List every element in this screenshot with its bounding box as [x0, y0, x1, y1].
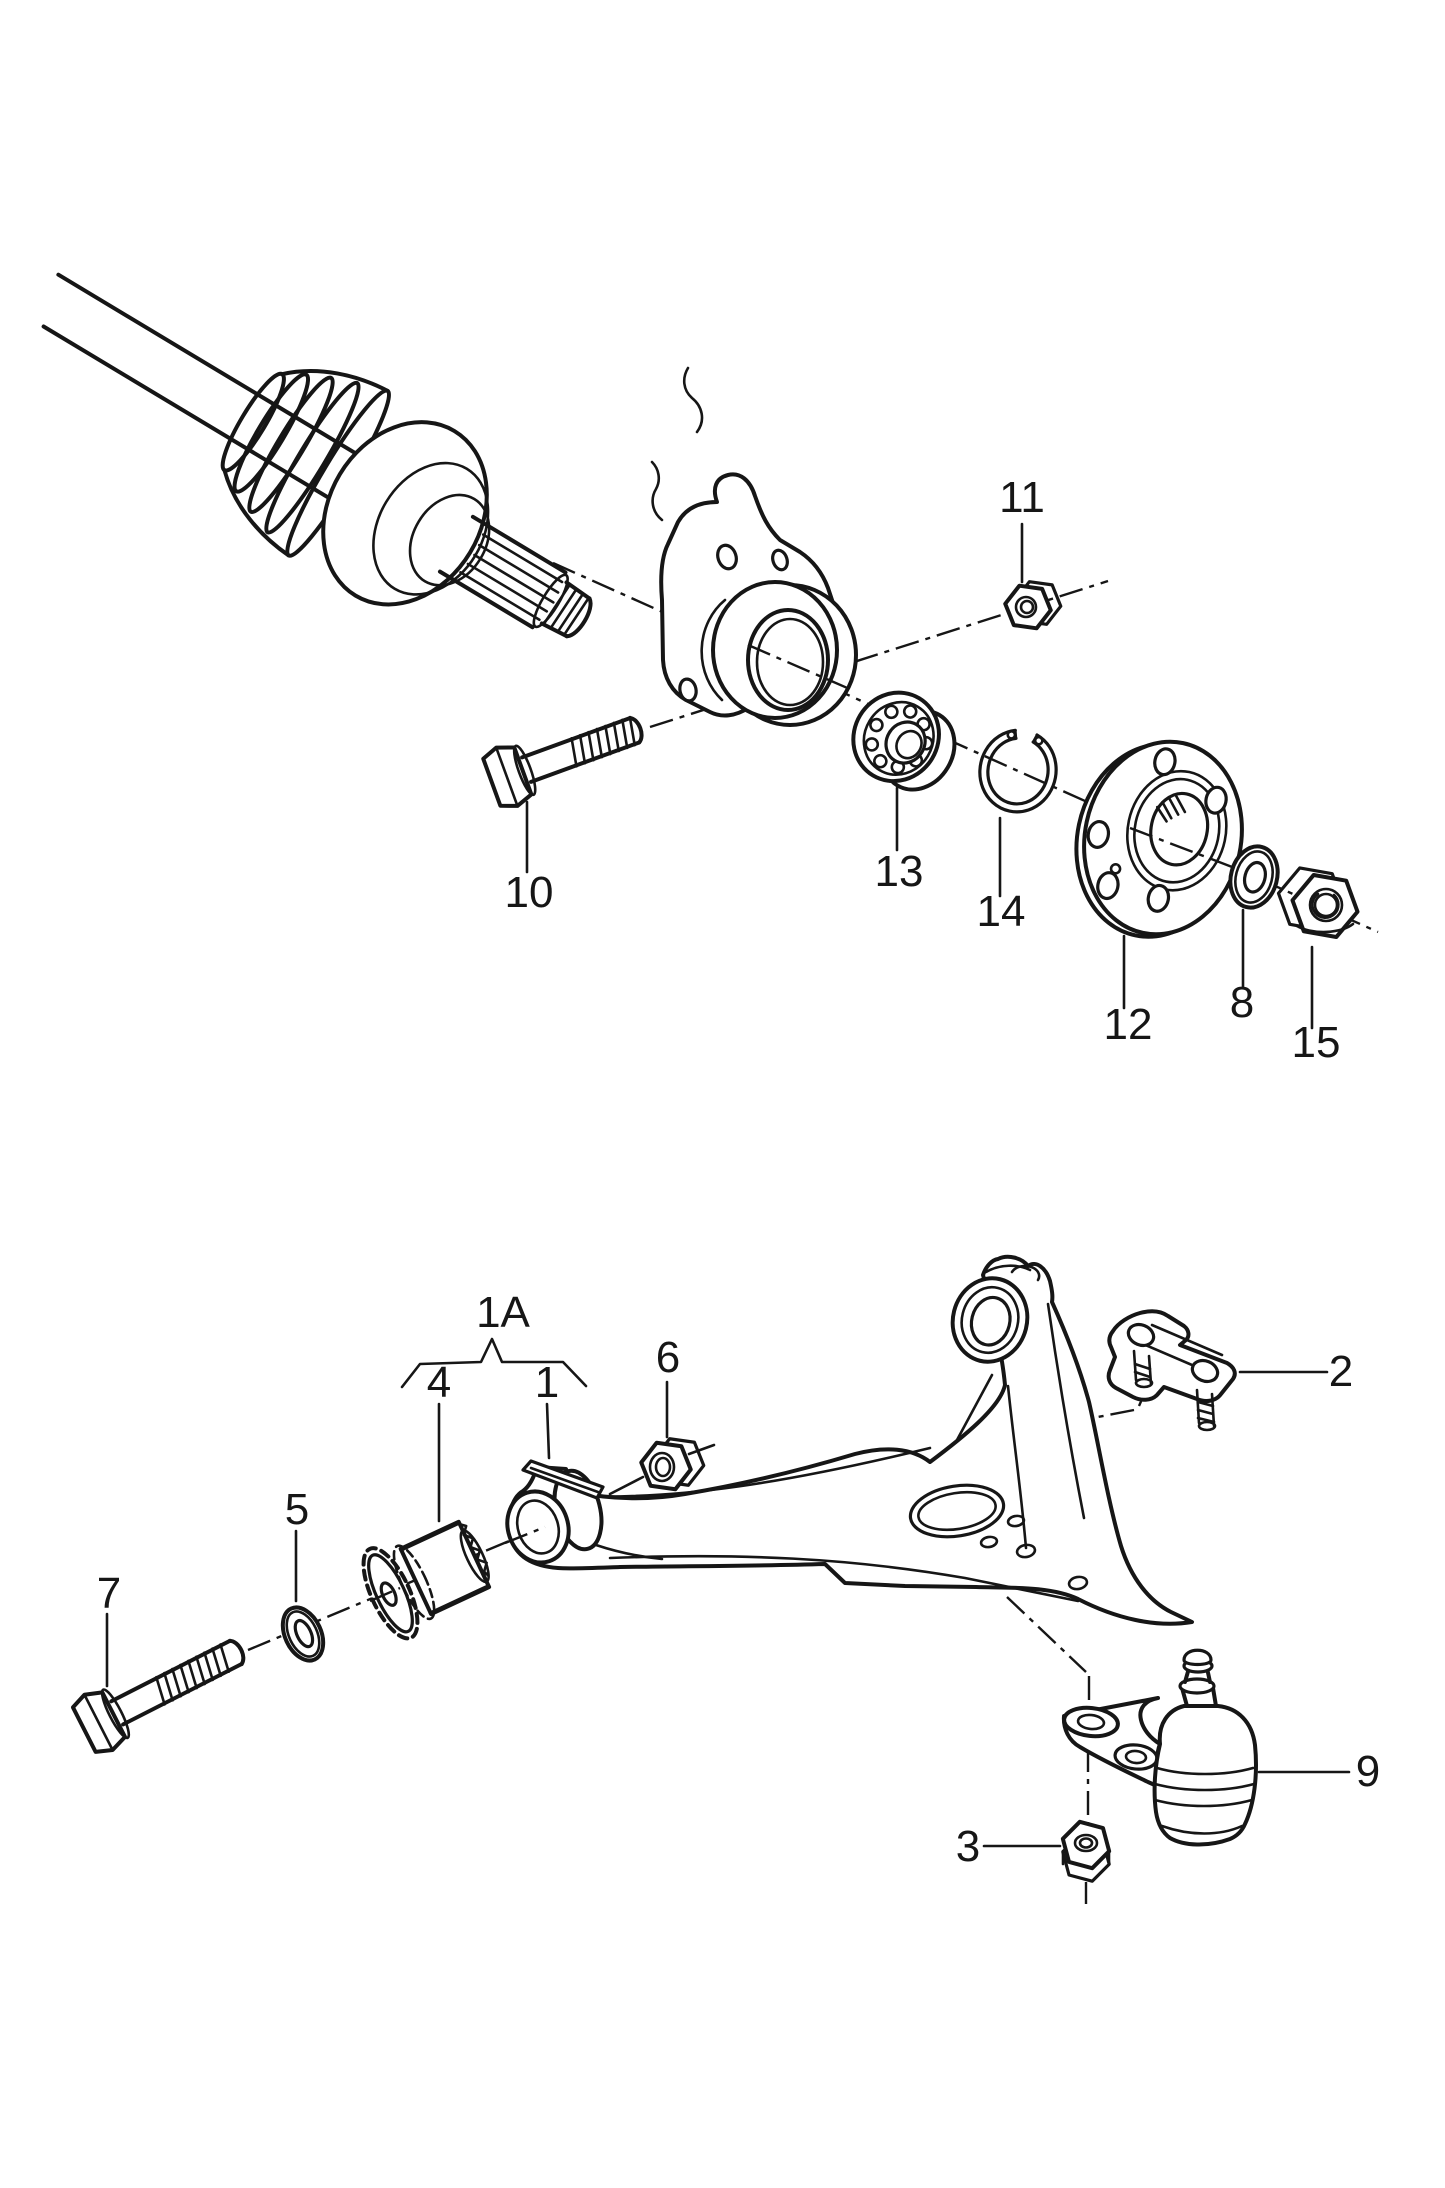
- pinch-bolt-nut: [1003, 580, 1063, 631]
- wheel-hub: [1074, 739, 1244, 939]
- nut6-pointer-right: [687, 1443, 716, 1456]
- callout-12: 12: [1104, 1000, 1153, 1049]
- spline-hatch: [1155, 794, 1187, 823]
- ball-joint: [1061, 1648, 1258, 1847]
- arm-bolt: [70, 1638, 246, 1754]
- drive-axle: [41, 272, 593, 639]
- callout-9: 9: [1356, 1747, 1380, 1796]
- arm-bushing: [361, 1519, 492, 1641]
- thrust-washer: [1228, 844, 1280, 910]
- arm-holes: [979, 1514, 1089, 1591]
- callout-1A: 1A: [476, 1288, 530, 1337]
- front-eye: [505, 1489, 571, 1565]
- bracket-studs: [1132, 1349, 1217, 1432]
- nut6-pointer-left: [608, 1475, 645, 1496]
- callout-4: 4: [427, 1358, 451, 1407]
- boot-grooves: [1153, 1766, 1256, 1835]
- ball-joint-nut: [1060, 1819, 1112, 1883]
- centerline-over-hub: [1129, 826, 1241, 872]
- thread-lines: [155, 1643, 231, 1706]
- callout-14: 14: [977, 887, 1026, 936]
- thread-lines: [570, 715, 637, 768]
- wheel-bearing-housing: [650, 366, 858, 727]
- leader-lines-top: [525, 522, 1314, 1030]
- callout-6: 6: [656, 1333, 680, 1382]
- pinch-bolt: [481, 715, 644, 808]
- spline-lines: [459, 533, 564, 622]
- callout-5: 5: [285, 1485, 309, 1534]
- ball-stud: [1178, 1648, 1218, 1708]
- leader-lines-bottom: [105, 1337, 1351, 1848]
- callout-1: 1: [535, 1358, 559, 1407]
- centerline-over-bushing: [369, 1586, 401, 1603]
- centerline-over-bore: [747, 643, 853, 692]
- callout-10: 10: [505, 868, 554, 917]
- callout-15: 15: [1292, 1018, 1341, 1067]
- callout-13: 13: [875, 847, 924, 896]
- arm-nut: [639, 1437, 706, 1492]
- thread-lines: [542, 583, 590, 636]
- circlip: [978, 728, 1058, 814]
- callout-8: 8: [1230, 978, 1254, 1027]
- callout-2: 2: [1329, 1347, 1353, 1396]
- arm-washer: [280, 1605, 326, 1663]
- wheel-bolt-holes: [1086, 747, 1228, 913]
- mounting-bracket: [1106, 1309, 1237, 1432]
- callout-11: 11: [999, 473, 1045, 522]
- callout-7: 7: [97, 1569, 121, 1618]
- rear-bushing-eye: [950, 1276, 1030, 1364]
- wheel-bearing: [851, 690, 957, 792]
- callout-3: 3: [956, 1822, 980, 1871]
- hub-nut: [1276, 866, 1360, 940]
- control-arm: [505, 1254, 1194, 1626]
- centerline-over-eye: [504, 1525, 546, 1545]
